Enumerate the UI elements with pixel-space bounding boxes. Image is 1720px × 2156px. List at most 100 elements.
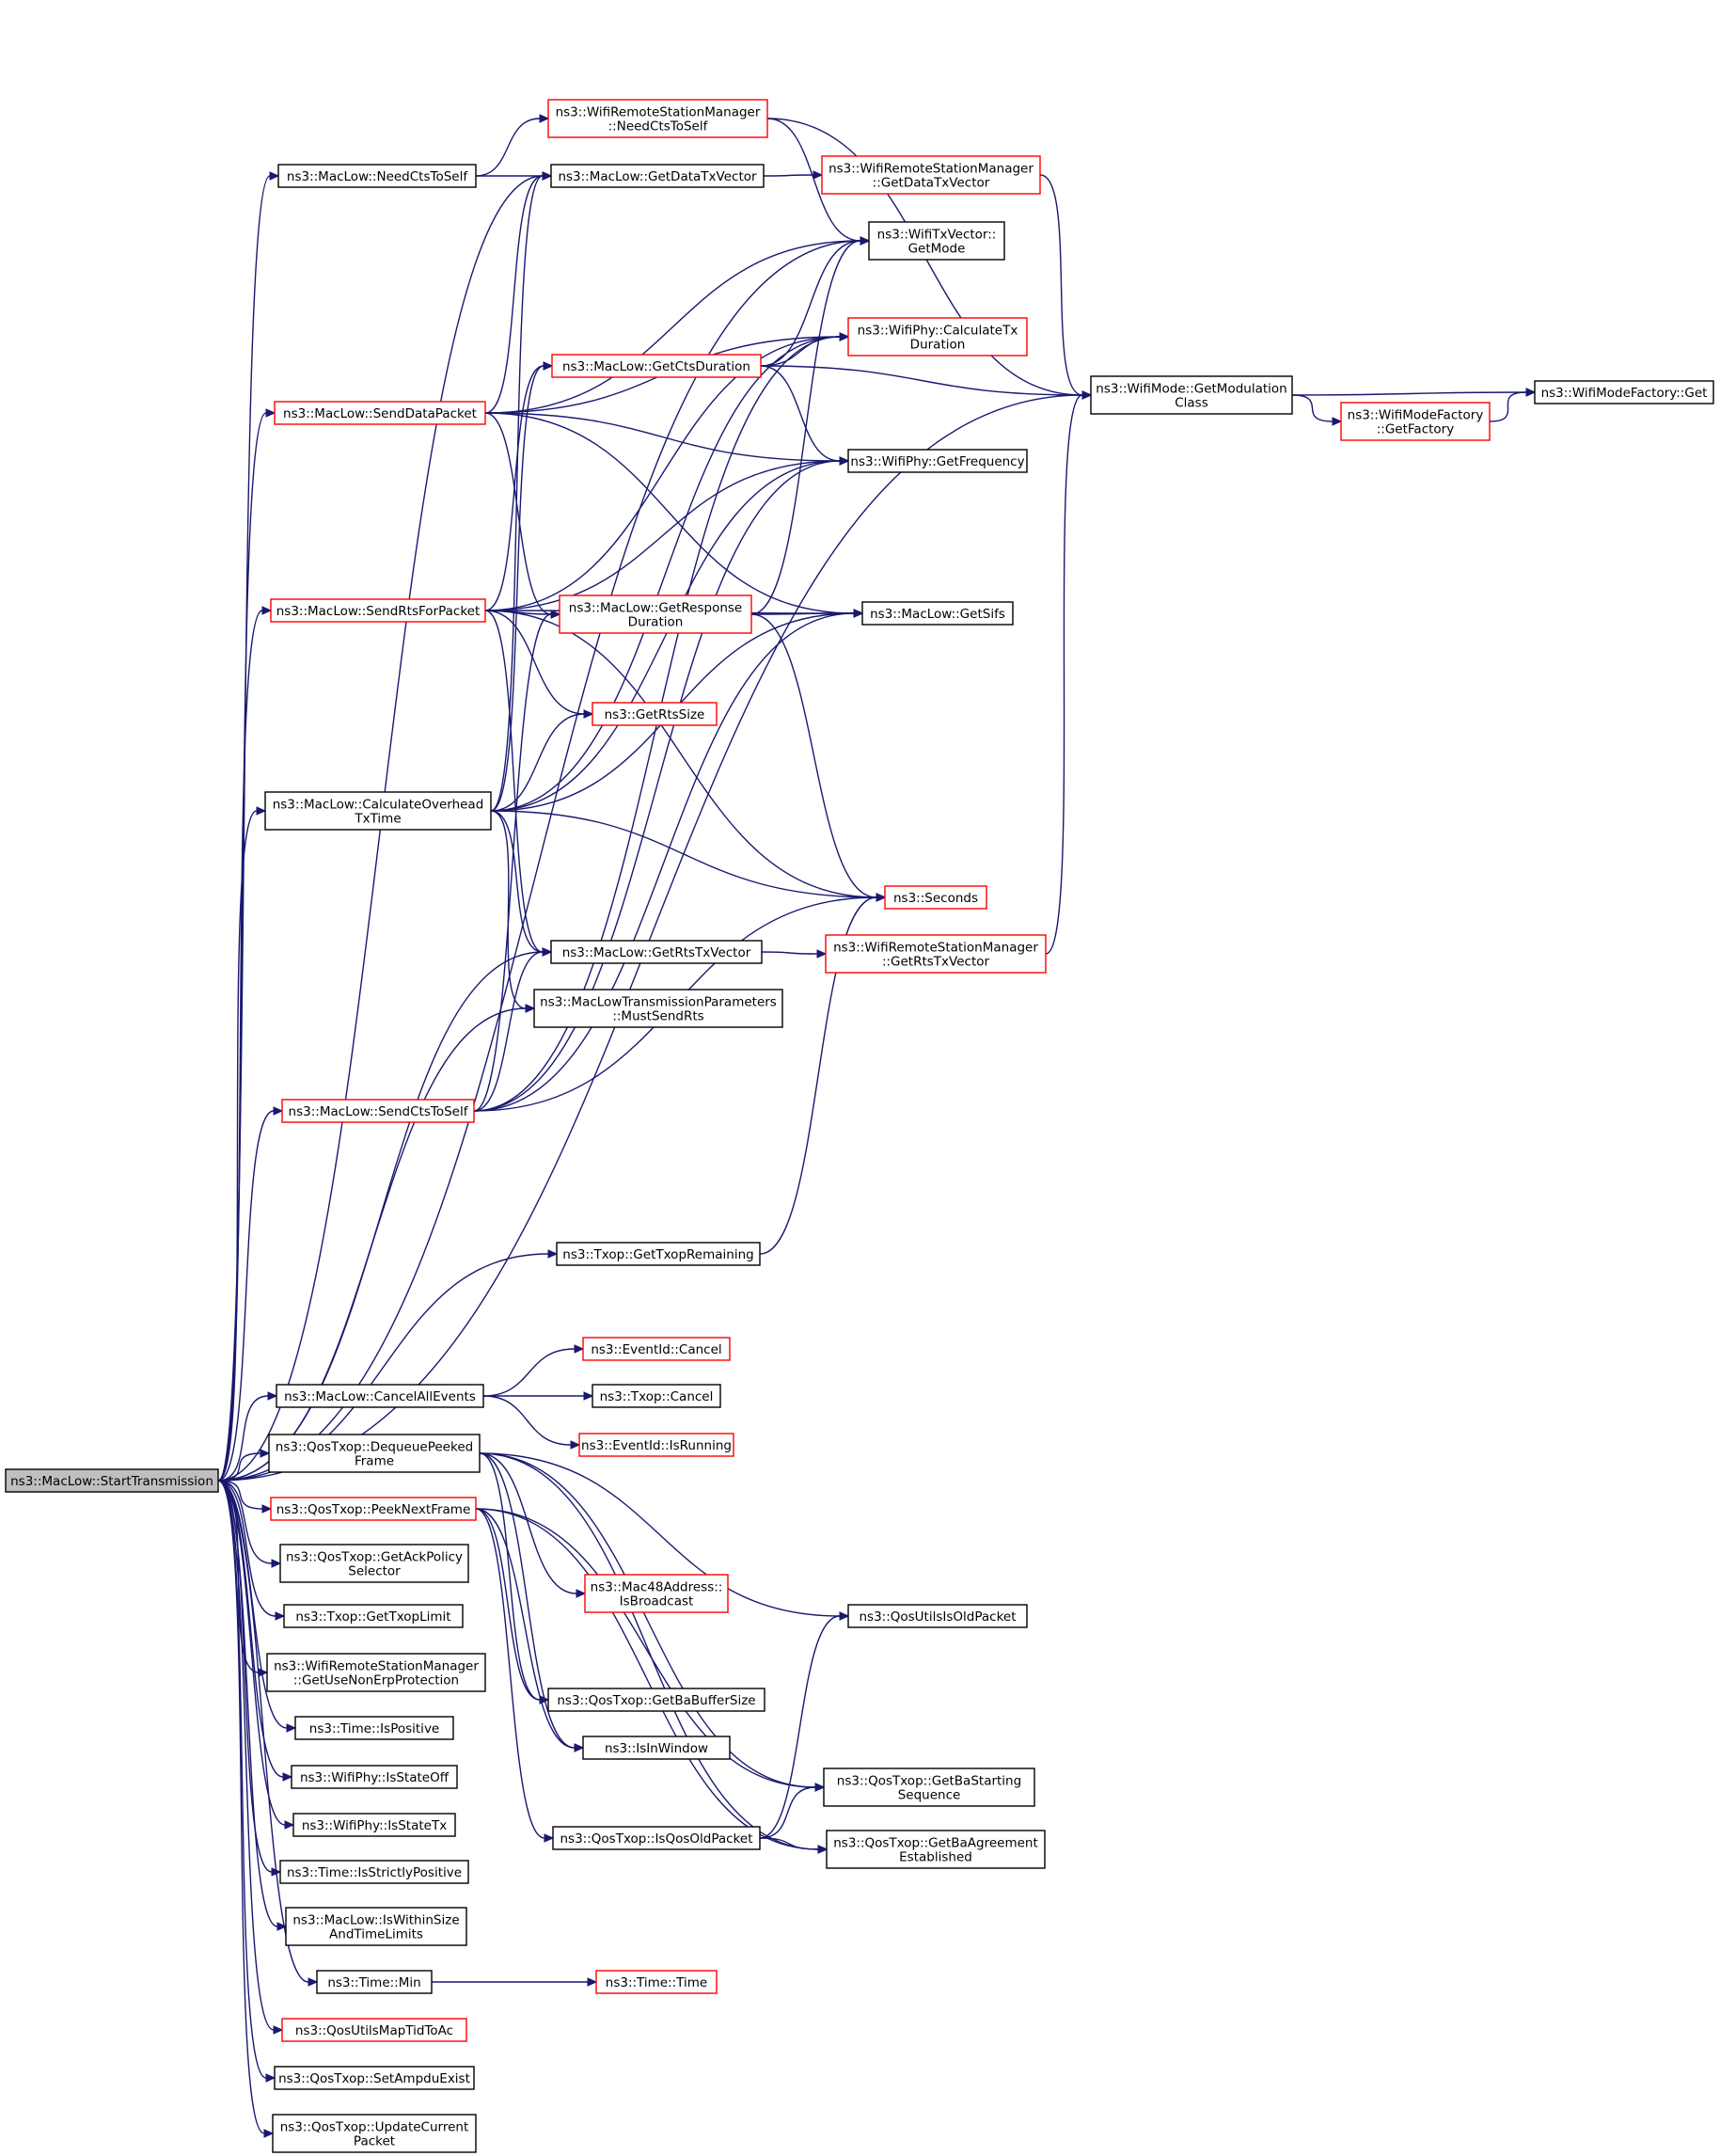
- function-node-label: ns3::MacLow::NeedCtsToSelf: [287, 169, 468, 184]
- function-node-baBufSize[interactable]: ns3::QosTxop::GetBaBufferSize: [547, 1688, 765, 1712]
- function-node-nonErp[interactable]: ns3::WifiRemoteStationManager::GetUseNon…: [266, 1653, 486, 1692]
- function-node-sendData[interactable]: ns3::MacLow::SendDataPacket: [274, 401, 486, 425]
- function-node-getSifs[interactable]: ns3::MacLow::GetSifs: [861, 601, 1014, 626]
- function-node-label: ns3::QosTxop::IsQosOldPacket: [560, 1831, 753, 1847]
- function-node-txVecGetMode[interactable]: ns3::WifiTxVector::GetMode: [868, 221, 1005, 261]
- call-edge-modeGetModClass-to-modeFactoryGetFac: [1291, 394, 1343, 426]
- function-node-setAmpdu[interactable]: ns3::QosTxop::SetAmpduExist: [274, 2066, 475, 2090]
- function-node-isInWindow[interactable]: ns3::IsInWindow: [582, 1736, 731, 1760]
- function-node-label: ns3::MacLowTransmissionParameters: [540, 995, 777, 1010]
- function-node-getCtsDur[interactable]: ns3::MacLow::GetCtsDuration: [551, 354, 762, 378]
- function-node-modeFactoryGetFac[interactable]: ns3::WifiModeFactory::GetFactory: [1340, 402, 1491, 441]
- function-node-stateOff[interactable]: ns3::WifiPhy::IsStateOff: [291, 1765, 458, 1789]
- function-node-wrsmGetDataTx[interactable]: ns3::WifiRemoteStationManager::GetDataTx…: [821, 155, 1041, 195]
- function-node-label: ns3::MacLow::IsWithinSize: [292, 1913, 459, 1928]
- function-node-label: ns3::Txop::GetTxopRemaining: [562, 1247, 753, 1262]
- function-node-label: ns3::WifiTxVector::: [877, 228, 997, 243]
- function-node-seconds[interactable]: ns3::Seconds: [884, 885, 987, 910]
- call-edge-calcOverhead-to-getDataTxVec: [490, 171, 553, 812]
- call-edge-getRtsTxVec-to-wrsmGetRtsTx: [761, 949, 828, 959]
- call-edge-startTx-to-isPositive: [217, 1480, 297, 1733]
- function-node-label: ns3::EventId::Cancel: [591, 1342, 721, 1357]
- call-edge-qosTxopIsOld-to-baAgreement: [759, 1837, 828, 1854]
- function-node-sendRts[interactable]: ns3::MacLow::SendRtsForPacket: [270, 598, 486, 623]
- function-node-label: ns3::MacLow::GetResponse: [569, 601, 742, 616]
- function-node-getRtsTxVec[interactable]: ns3::MacLow::GetRtsTxVector: [550, 940, 763, 964]
- function-node-label: TxTime: [354, 812, 401, 827]
- call-edge-startTx-to-txopLimit: [217, 1480, 286, 1621]
- function-node-macIsBroadcast[interactable]: ns3::Mac48Address::IsBroadcast: [584, 1574, 729, 1613]
- function-node-timeMin[interactable]: ns3::Time::Min: [316, 1970, 433, 1994]
- function-node-phyGetFreq[interactable]: ns3::WifiPhy::GetFrequency: [847, 449, 1028, 473]
- function-node-label: ::GetFactory: [1377, 422, 1454, 437]
- function-node-eventCancel[interactable]: ns3::EventId::Cancel: [582, 1337, 731, 1361]
- function-node-peekNext[interactable]: ns3::QosTxop::PeekNextFrame: [270, 1497, 477, 1521]
- function-node-label: Selector: [348, 1564, 401, 1579]
- call-edge-wrsmGetDataTx-to-modeGetModClass: [1039, 174, 1093, 400]
- function-node-modeFactoryGet[interactable]: ns3::WifiModeFactory::Get: [1534, 380, 1714, 404]
- function-node-label: ns3::Mac48Address::: [591, 1580, 723, 1595]
- call-edge-sendRts-to-phyGetFreq: [484, 456, 850, 611]
- call-edge-startTx-to-sendCtsSelf: [217, 1106, 284, 1482]
- function-node-label: ns3::Time::IsStrictlyPositive: [287, 1865, 462, 1880]
- function-node-label: GetMode: [908, 242, 966, 257]
- function-node-label: ns3::QosTxop::GetBaAgreement: [833, 1836, 1038, 1851]
- call-edge-cancelAll-to-eventCancel: [482, 1344, 585, 1397]
- function-node-isPositive[interactable]: ns3::Time::IsPositive: [294, 1716, 454, 1740]
- call-edge-sendData-to-getRespDur: [484, 412, 561, 619]
- function-node-label: Established: [899, 1850, 972, 1865]
- call-edge-startTx-to-stateTx: [217, 1480, 295, 1830]
- call-edge-calcOverhead-to-getCtsDur: [490, 361, 554, 812]
- call-edge-sendCtsSelf-to-getSifs: [473, 609, 864, 1112]
- function-node-label: ns3::Txop::Cancel: [600, 1389, 714, 1404]
- function-node-mapTid[interactable]: ns3::QosUtilsMapTidToAc: [281, 2018, 467, 2042]
- function-node-label: ns3::QosTxop::GetAckPolicy: [286, 1550, 463, 1565]
- function-node-label: ::MustSendRts: [612, 1009, 703, 1024]
- function-node-label: ::GetRtsTxVector: [882, 955, 990, 970]
- function-node-eventIsRunning[interactable]: ns3::EventId::IsRunning: [578, 1433, 734, 1457]
- function-node-label: Duration: [628, 615, 684, 630]
- function-node-strictlyPos[interactable]: ns3::Time::IsStrictlyPositive: [279, 1860, 469, 1884]
- call-edge-needCtsSelf-to-wrsmNeedCts: [475, 114, 550, 177]
- function-node-timeTime[interactable]: ns3::Time::Time: [595, 1970, 718, 1994]
- function-node-qosTxopIsOld[interactable]: ns3::QosTxop::IsQosOldPacket: [552, 1826, 761, 1850]
- function-node-txopLimit[interactable]: ns3::Txop::GetTxopLimit: [283, 1604, 464, 1628]
- function-node-mustSendRts[interactable]: ns3::MacLowTransmissionParameters::MustS…: [533, 989, 783, 1028]
- function-node-label: ns3::QosTxop::GetBaBufferSize: [557, 1693, 755, 1708]
- function-node-qosIsOld[interactable]: ns3::QosUtilsIsOldPacket: [847, 1604, 1028, 1628]
- function-node-label: IsBroadcast: [620, 1594, 694, 1609]
- function-node-txopCancel[interactable]: ns3::Txop::Cancel: [592, 1384, 721, 1408]
- function-node-label: ns3::WifiRemoteStationManager: [833, 941, 1038, 956]
- function-node-getRtsSize[interactable]: ns3::GetRtsSize: [592, 702, 718, 726]
- function-node-sendCtsSelf[interactable]: ns3::MacLow::SendCtsToSelf: [281, 1099, 475, 1123]
- call-edges: [217, 114, 1537, 2138]
- function-node-txopRemaining[interactable]: ns3::Txop::GetTxopRemaining: [556, 1242, 761, 1266]
- call-edge-txopRemaining-to-seconds: [759, 893, 887, 1255]
- function-node-label: ns3::MacLow::SendDataPacket: [283, 406, 477, 421]
- call-edge-startTx-to-mapTid: [217, 1480, 284, 2035]
- function-node-startTx[interactable]: ns3::MacLow::StartTransmission: [5, 1468, 219, 1493]
- function-node-needCtsSelf[interactable]: ns3::MacLow::NeedCtsToSelf: [277, 164, 477, 188]
- call-edge-startTx-to-ackPolicy: [217, 1480, 282, 1568]
- function-node-label: ns3::Time::Time: [606, 1975, 707, 1990]
- function-node-wrsmGetRtsTx[interactable]: ns3::WifiRemoteStationManager::GetRtsTxV…: [825, 934, 1047, 974]
- call-edge-modeFactoryGetFac-to-modeFactoryGet: [1489, 388, 1537, 422]
- call-edge-startTx-to-timeMin: [217, 1480, 319, 1987]
- function-node-cancelAll[interactable]: ns3::MacLow::CancelAllEvents: [276, 1384, 484, 1408]
- function-node-stateTx[interactable]: ns3::WifiPhy::IsStateTx: [292, 1813, 456, 1837]
- function-node-wrsmNeedCts[interactable]: ns3::WifiRemoteStationManager::NeedCtsTo…: [547, 99, 768, 138]
- function-node-getDataTxVec[interactable]: ns3::MacLow::GetDataTxVector: [550, 164, 765, 188]
- function-node-label: ns3::QosTxop::SetAmpduExist: [278, 2071, 470, 2086]
- call-edge-sendCtsSelf-to-phyGetFreq: [473, 456, 850, 1112]
- function-node-label: Frame: [355, 1454, 394, 1469]
